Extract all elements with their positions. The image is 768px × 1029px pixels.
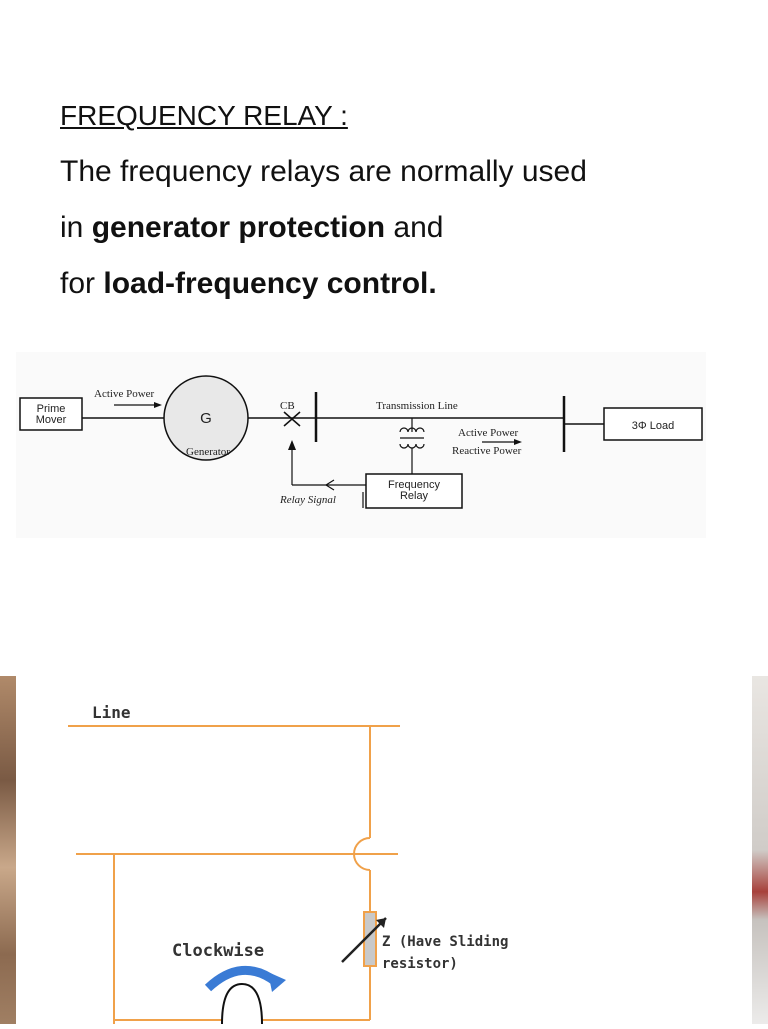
ct-coil-bottom bbox=[399, 443, 425, 449]
frequency-relay-diagram: Prime Mover Active Power G Generator CB … bbox=[16, 352, 706, 538]
active-power-arrowhead bbox=[514, 439, 522, 445]
adjacent-photo-left-edge bbox=[0, 676, 16, 1024]
intro-line-2: in generator protection and bbox=[60, 200, 740, 256]
relay-signal-up-arrowhead bbox=[288, 440, 296, 450]
relay-circuit-svg: Line Z (Have Sliding resistor) Clockwise bbox=[68, 703, 508, 1025]
line-label: Line bbox=[92, 703, 131, 722]
relay-circuit-diagram: Line Z (Have Sliding resistor) Clockwise bbox=[24, 676, 734, 1025]
transmission-line-label: Transmission Line bbox=[376, 400, 458, 412]
adjust-arrow-line bbox=[341, 917, 387, 963]
reactive-power-label: Reactive Power bbox=[452, 445, 522, 457]
intro-line-2-suffix: and bbox=[385, 211, 444, 244]
prime-mover-label-2: Mover bbox=[36, 414, 67, 426]
adjust-arrowhead bbox=[376, 918, 386, 928]
prime-mover-label-1: Prime bbox=[37, 403, 66, 415]
cb-symbol-b bbox=[283, 411, 301, 427]
prime-mover-box bbox=[19, 397, 83, 431]
intro-line-3: for load-frequency control. bbox=[60, 256, 740, 312]
z-label-line-2: resistor) bbox=[382, 956, 458, 972]
active-power-label: Active Power bbox=[458, 427, 519, 439]
load-label: 3Φ Load bbox=[632, 420, 674, 432]
cb-label: CB bbox=[280, 400, 295, 412]
intro-text: FREQUENCY RELAY : The frequency relays a… bbox=[60, 96, 740, 312]
frequency-relay-box bbox=[365, 473, 463, 509]
intro-line-2-prefix: in bbox=[60, 211, 92, 244]
intro-line-2-bold: generator protection bbox=[91, 211, 386, 244]
clockwise-arrowhead bbox=[268, 972, 286, 992]
relay-signal-arrowhead bbox=[324, 479, 335, 491]
load-box bbox=[603, 407, 703, 441]
page-title: FREQUENCY RELAY : bbox=[60, 100, 348, 131]
active-power-top-label: Active Power bbox=[94, 388, 155, 400]
active-power-top-arrowhead bbox=[154, 402, 162, 408]
adjacent-photo-right-edge bbox=[752, 676, 768, 1024]
z-label-line-1: Z (Have Sliding bbox=[382, 934, 508, 950]
frequency-relay-diagram-svg: Prime Mover Active Power G Generator CB … bbox=[19, 375, 703, 509]
generator-symbol: G bbox=[200, 410, 212, 427]
relay-label-2: Relay bbox=[400, 490, 429, 502]
intro-line-3-bold: load-frequency control. bbox=[103, 267, 437, 300]
clockwise-label: Clockwise bbox=[172, 941, 264, 961]
relay-signal-label: Relay Signal bbox=[279, 494, 336, 506]
rotating-disc bbox=[221, 982, 263, 1025]
intro-line-1: The frequency relays are normally used bbox=[60, 144, 740, 200]
intro-line-3-prefix: for bbox=[60, 267, 104, 300]
intro-line-1-text: The frequency relays are normally used bbox=[60, 155, 587, 188]
generator-label: Generator bbox=[186, 446, 230, 458]
relay-label-1: Frequency bbox=[388, 479, 440, 491]
